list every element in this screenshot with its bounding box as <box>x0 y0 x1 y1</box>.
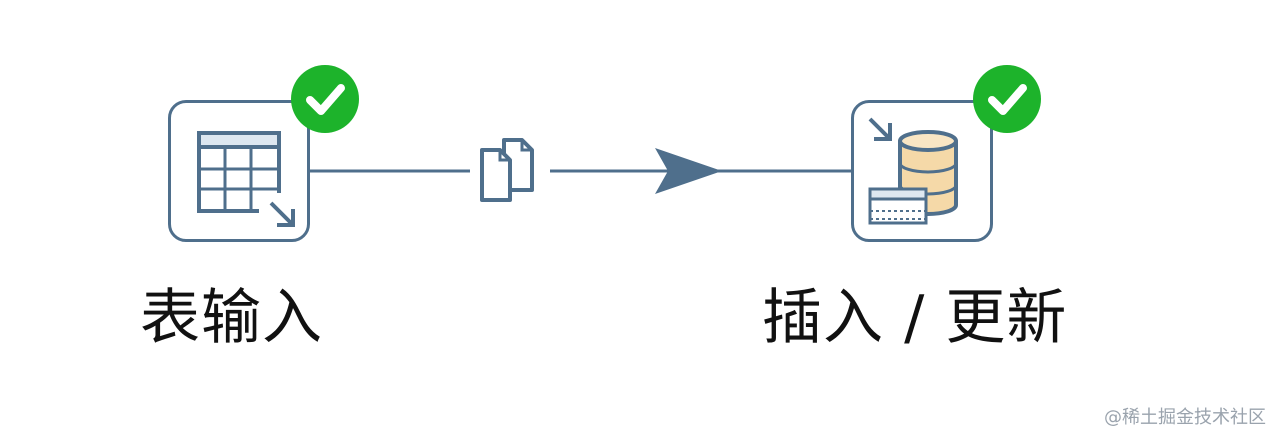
copy-rows-icon[interactable] <box>470 134 550 204</box>
success-check-icon <box>973 65 1041 133</box>
step-insert-update[interactable] <box>851 100 993 242</box>
insert-update-icon <box>868 117 958 225</box>
watermark: @稀土掘金技术社区 <box>1104 407 1266 428</box>
step-table-input[interactable] <box>168 100 310 242</box>
step-label: 表输入 <box>140 283 323 353</box>
success-check-icon <box>291 65 359 133</box>
table-input-icon <box>197 131 299 231</box>
step-label: 插入 / 更新 <box>762 283 1068 353</box>
hop-arrow-head <box>655 148 722 194</box>
